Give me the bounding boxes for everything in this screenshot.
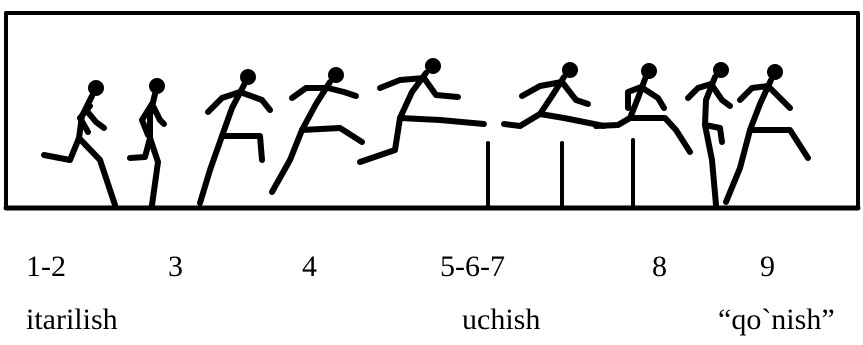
hurdles <box>486 138 635 210</box>
stick-figure <box>41 80 118 208</box>
stick-figure <box>357 58 487 165</box>
stick-figure <box>197 69 273 206</box>
stage-number-8: 8 <box>652 250 667 283</box>
stick-figure <box>127 78 167 208</box>
stage-number-9: 9 <box>760 250 775 283</box>
stick-figure <box>269 67 365 195</box>
caption-itarilish: itarilish <box>26 303 118 336</box>
caption-qonish: “qo`nish” <box>718 303 835 336</box>
stage-number-5-6-7: 5-6-7 <box>440 250 505 283</box>
caption-uchish: uchish <box>462 303 541 336</box>
stick-figure <box>723 64 811 205</box>
stick-figure <box>685 62 733 208</box>
stick-figure <box>593 63 693 155</box>
stage-number-4: 4 <box>302 250 317 283</box>
stick-figure <box>501 62 607 129</box>
frame <box>4 11 860 210</box>
stage-number-1-2: 1-2 <box>26 250 66 283</box>
stage-number-3: 3 <box>168 250 183 283</box>
